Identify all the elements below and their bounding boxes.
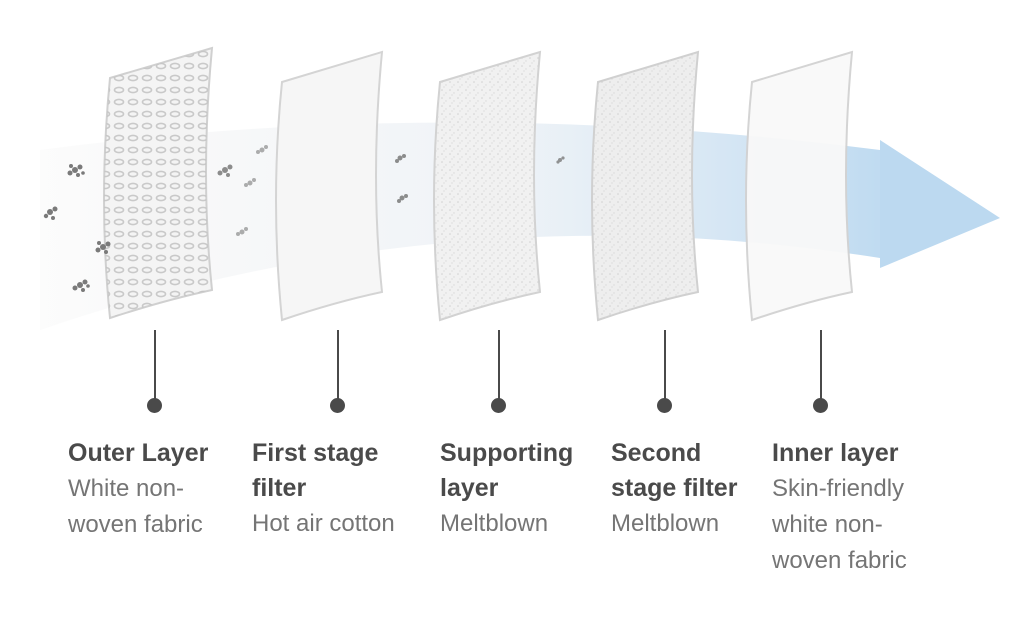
layer-description: Hot air cotton — [252, 510, 395, 537]
supporting-layer-panel — [433, 50, 542, 322]
first-stage-filter-connector — [337, 330, 339, 405]
second-stage-filter-label: Second stage filter Meltblown — [611, 436, 761, 542]
supporting-layer-dot — [491, 398, 506, 413]
mask-layers-illustration — [40, 46, 1000, 330]
layer-title: Second stage filter — [611, 439, 738, 502]
layer-description: White non-woven fabric — [68, 475, 203, 538]
outer-layer-panel — [103, 46, 214, 320]
outer-layer-connector — [154, 330, 156, 405]
inner-layer-label: Inner layer Skin-friendly white non-wove… — [772, 436, 942, 579]
first-stage-filter-label: First stage filter Hot air cotton — [252, 436, 430, 542]
supporting-layer-label: Supporting layer Meltblown — [440, 436, 605, 542]
second-stage-filter-dot — [657, 398, 672, 413]
layer-description: Meltblown — [440, 510, 549, 537]
inner-layer-panel — [745, 50, 854, 322]
layer-title: Inner layer — [772, 439, 899, 467]
inner-layer-dot — [813, 398, 828, 413]
first-stage-filter-panel — [275, 50, 384, 322]
layer-description: Skin-friendly white non-woven fabric — [772, 475, 907, 574]
dust-particles — [43, 145, 565, 292]
layer-title: First stage filter — [252, 439, 379, 502]
second-stage-filter-panel — [591, 50, 700, 322]
airflow-arrowhead — [880, 140, 1000, 268]
layer-description: Meltblown — [611, 510, 720, 537]
second-stage-filter-connector — [664, 330, 666, 405]
supporting-layer-connector — [498, 330, 500, 405]
inner-layer-connector — [820, 330, 822, 405]
layer-title: Outer Layer — [68, 439, 209, 467]
layer-title: Supporting layer — [440, 439, 574, 502]
outer-layer-dot — [147, 398, 162, 413]
outer-layer-label: Outer Layer White non-woven fabric — [68, 436, 238, 543]
first-stage-filter-dot — [330, 398, 345, 413]
